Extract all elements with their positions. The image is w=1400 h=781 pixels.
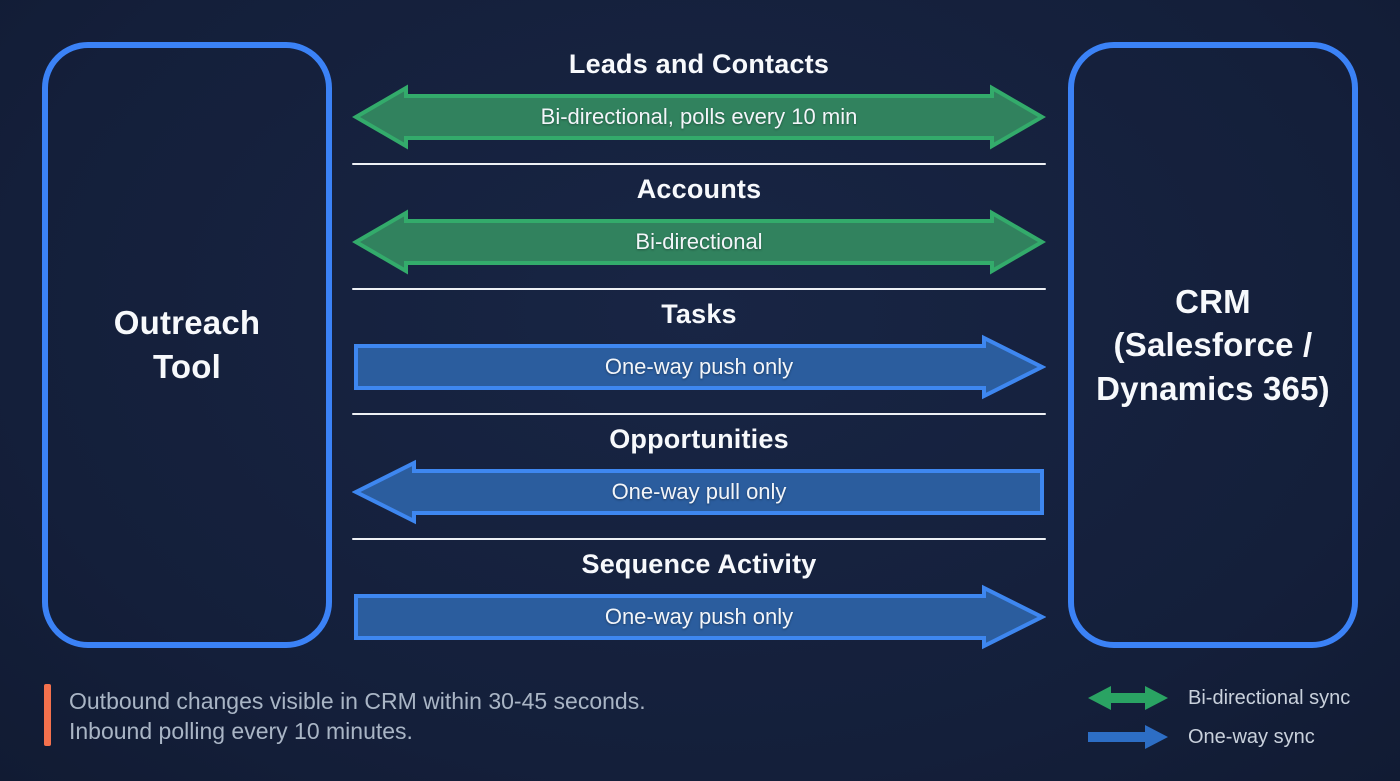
flow-row-opportunities: Opportunities One-way pull only: [352, 419, 1046, 544]
bidirectional-arrow: Bi-directional: [352, 209, 1046, 275]
flow-row-tasks: Tasks One-way push only: [352, 294, 1046, 419]
arrow-label: Bi-directional: [635, 229, 763, 254]
flow-row-leads-contacts: Leads and Contacts Bi-directional, polls…: [352, 44, 1046, 169]
one-way-right-arrow: One-way push only: [352, 584, 1046, 650]
one-way-left-arrow: One-way pull only: [352, 459, 1046, 525]
note-text: Outbound changes visible in CRM within 3…: [69, 688, 646, 744]
flow-row-sequence-activity: Sequence Activity One-way push only: [352, 544, 1046, 650]
crm-label: CRM (Salesforce / Dynamics 365): [1096, 282, 1330, 407]
one-way-arrow-icon: [1088, 725, 1168, 749]
bidirectional-arrow-icon: [1088, 686, 1168, 710]
arrow-label: One-way pull only: [611, 479, 787, 504]
legend-item-one-way: One-way sync: [1086, 723, 1350, 751]
legend-item-bidirectional: Bi-directional sync: [1086, 684, 1350, 712]
flow-row-accounts: Accounts Bi-directional: [352, 169, 1046, 294]
right-arrow-icon: [354, 584, 1046, 650]
left-arrow-icon: [352, 459, 1044, 525]
row-divider: [352, 538, 1046, 540]
flow-title: Leads and Contacts: [568, 48, 830, 79]
arrow-label: One-way push only: [604, 354, 794, 379]
row-divider: [352, 413, 1046, 415]
legend-label: One-way sync: [1188, 725, 1315, 748]
crm-box: CRM (Salesforce / Dynamics 365): [1068, 42, 1358, 648]
bidirectional-arrow-icon: [352, 209, 1046, 275]
outreach-tool-box: Outreach Tool: [42, 42, 332, 648]
arrow-label: Bi-directional, polls every 10 min: [540, 104, 858, 129]
bidirectional-arrow-icon: [352, 84, 1046, 150]
flow-title: Opportunities: [609, 423, 789, 454]
sync-flows: Leads and Contacts Bi-directional, polls…: [352, 44, 1046, 650]
arrow-label: One-way push only: [604, 604, 794, 629]
bidirectional-arrow: Bi-directional, polls every 10 min: [352, 84, 1046, 150]
flow-title: Accounts: [636, 173, 762, 204]
row-divider: [352, 163, 1046, 165]
legend-label: Bi-directional sync: [1188, 686, 1351, 709]
flow-title: Tasks: [661, 298, 737, 329]
flow-title: Sequence Activity: [581, 548, 817, 579]
row-divider: [352, 288, 1046, 290]
right-arrow-icon: [354, 334, 1046, 400]
legend: Bi-directional sync One-way sync: [1086, 684, 1350, 751]
timing-note: Outbound changes visible in CRM within 3…: [44, 684, 646, 746]
one-way-right-arrow: One-way push only: [352, 334, 1046, 400]
note-accent-bar: [44, 684, 51, 746]
outreach-tool-label: Outreach Tool: [113, 304, 261, 385]
